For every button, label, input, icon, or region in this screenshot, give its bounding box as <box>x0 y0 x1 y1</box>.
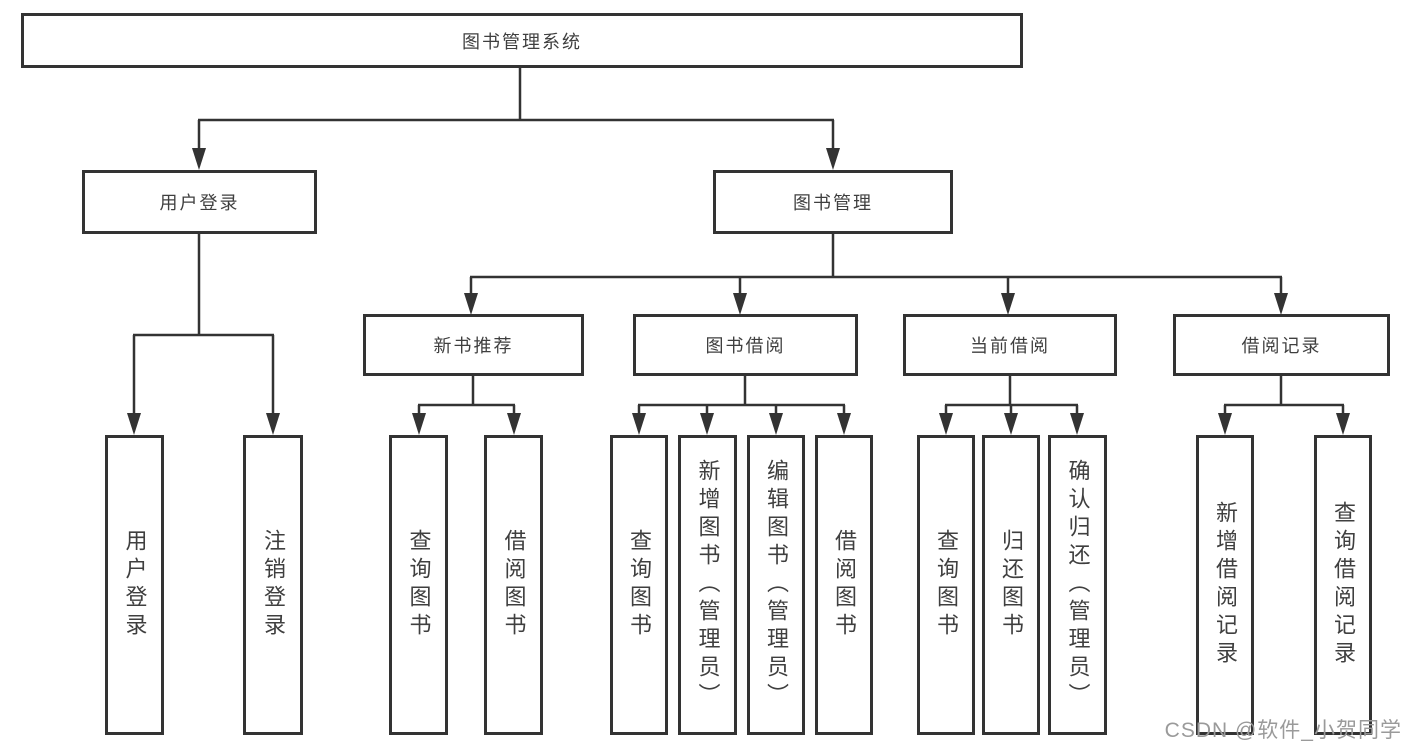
leaf-add-borrow-record: 新增借阅记录 <box>1196 435 1254 735</box>
leaf-recommend-query-books: 查询图书 <box>389 435 448 735</box>
node-library-system: 图书管理系统 <box>21 13 1023 68</box>
csdn-watermark: CSDN @软件_小贺同学 <box>1164 719 1402 742</box>
node-book-management: 图书管理 <box>713 170 953 234</box>
leaf-query-borrow-record: 查询借阅记录 <box>1314 435 1372 735</box>
node-book-borrow: 图书借阅 <box>633 314 858 376</box>
leaf-user-login: 用户登录 <box>105 435 164 735</box>
leaf-borrow-query-books: 查询图书 <box>610 435 668 735</box>
node-borrow-records: 借阅记录 <box>1173 314 1390 376</box>
leaf-logout: 注销登录 <box>243 435 303 735</box>
leaf-recommend-borrow-books: 借阅图书 <box>484 435 543 735</box>
leaf-current-query-books: 查询图书 <box>917 435 975 735</box>
connector-current-borrow-children <box>939 376 1084 435</box>
leaf-add-books-admin: 新增图书（管理员） <box>678 435 737 735</box>
leaf-return-books: 归还图书 <box>982 435 1040 735</box>
connector-user-login-children <box>127 232 280 435</box>
node-current-borrow: 当前借阅 <box>903 314 1117 376</box>
leaf-edit-books-admin: 编辑图书（管理员） <box>747 435 805 735</box>
connector-book-management-children <box>464 232 1288 315</box>
connector-book-borrow-children <box>632 376 851 435</box>
connector-root-to-level1 <box>192 68 840 170</box>
connector-new-book-recommend-children <box>412 376 521 435</box>
leaf-borrow-books: 借阅图书 <box>815 435 873 735</box>
leaf-confirm-return-admin: 确认归还（管理员） <box>1048 435 1107 735</box>
node-new-book-recommend: 新书推荐 <box>363 314 584 376</box>
node-user-login: 用户登录 <box>82 170 317 234</box>
connector-borrow-records-children <box>1218 376 1350 435</box>
